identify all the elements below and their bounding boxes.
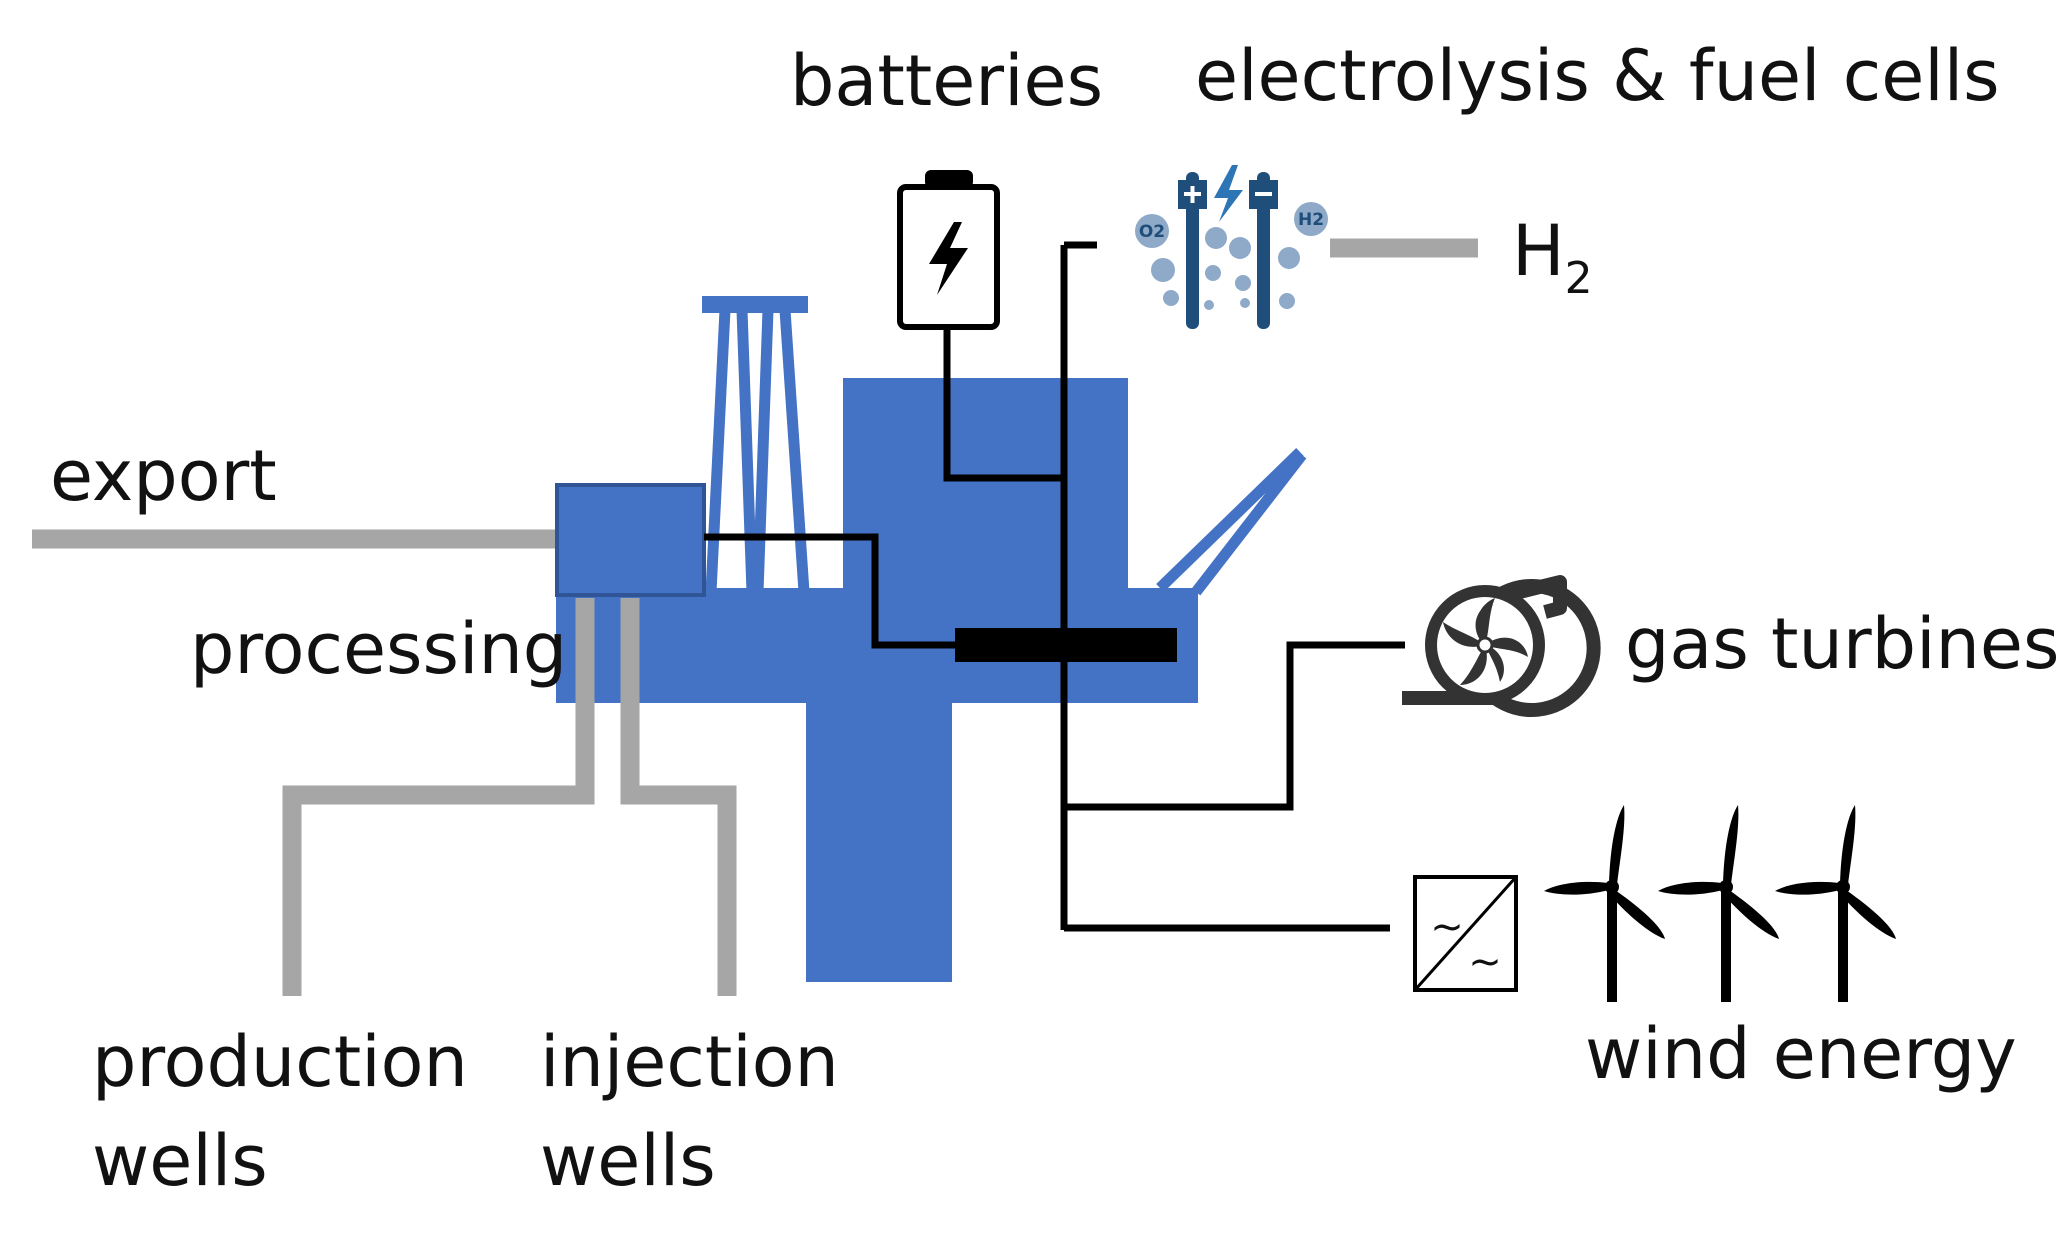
converter-icon: ~ ~ — [1413, 875, 1518, 992]
battery-icon — [897, 170, 1000, 330]
injection-wells-label-line2: wells — [540, 1120, 716, 1202]
processing-module — [555, 483, 706, 597]
wind-turbine-icon — [1775, 805, 1896, 1002]
batteries-label: batteries — [790, 40, 1103, 122]
electrolysis-icon: O2 H2 — [1135, 165, 1328, 329]
wind-energy-label: wind energy — [1585, 1013, 2017, 1095]
export-label: export — [50, 435, 277, 517]
power-lines — [704, 241, 1405, 932]
injection-well-pipe — [620, 598, 737, 996]
platform-leg — [806, 700, 952, 982]
wind-turbines — [1544, 805, 1896, 1002]
production-well-pipe — [282, 598, 595, 996]
processing-label: processing — [190, 608, 567, 690]
battery-line — [943, 327, 1064, 482]
oxygen-bubble-label: O2 — [1139, 222, 1165, 242]
production-wells-label-line1: production — [92, 1021, 468, 1103]
crane-boom — [1156, 448, 1307, 596]
derrick-top — [702, 296, 808, 313]
electrolysis-label: electrolysis & fuel cells — [1195, 35, 2000, 117]
converter-ac-symbol-2: ~ — [1468, 939, 1502, 985]
bubbles — [1135, 202, 1328, 310]
pipes — [32, 238, 1478, 996]
wind-turbine-icon — [1544, 805, 1665, 1002]
switchboard-bar — [955, 628, 1177, 662]
derrick — [705, 309, 810, 593]
wind-turbine-icon — [1658, 805, 1779, 1002]
gas-turbine-line — [1064, 641, 1405, 811]
hydrogen-bubble-label: H2 — [1298, 210, 1324, 230]
converter-ac-symbol: ~ — [1430, 904, 1464, 950]
platform-tower — [843, 378, 1128, 588]
gas-turbine-icon — [1402, 575, 1601, 717]
injection-wells-label-line1: injection — [540, 1021, 839, 1103]
gas-turbines-label: gas turbines — [1625, 603, 2059, 685]
hydrogen-label: H2 — [1512, 210, 1593, 304]
production-wells-label-line2: wells — [92, 1120, 268, 1202]
processing-power-line — [704, 533, 955, 649]
